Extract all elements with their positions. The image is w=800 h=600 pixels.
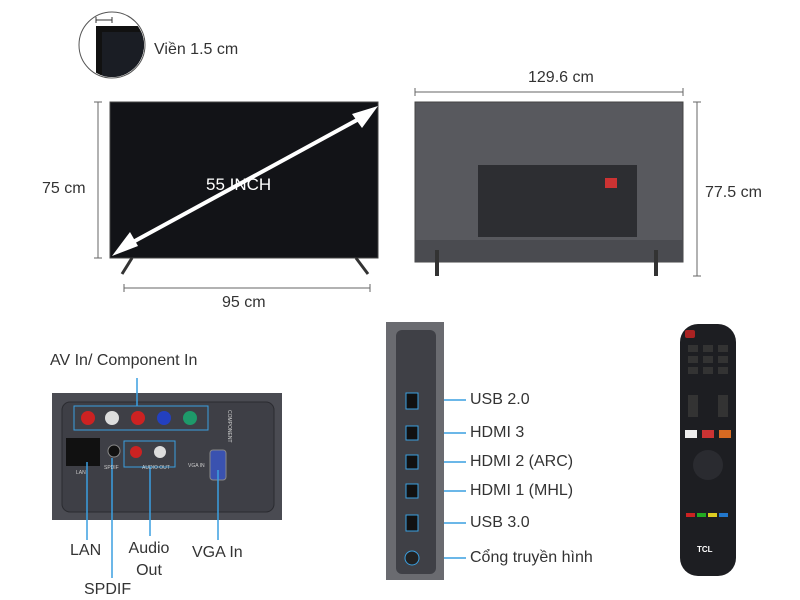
rca-jacks <box>81 411 197 425</box>
audio-out-label: Audio Out <box>128 540 170 579</box>
panel-lan-text: LAN <box>76 470 86 476</box>
back-height-label: 77.5 cm <box>705 184 762 201</box>
tv-back <box>414 101 684 276</box>
panel-audio-out-text: AUDIO OUT <box>142 465 170 471</box>
rear-port-panel <box>52 393 282 520</box>
panel-component-text: COMPONENT <box>226 410 232 443</box>
remote-brand-logo: TCL <box>697 545 713 554</box>
hdmi3-label: HDMI 3 <box>470 424 525 441</box>
tv-front <box>109 101 379 275</box>
hdmi1-mhl-label: HDMI 1 (MHL) <box>470 482 574 499</box>
bezel-label: Viền 1.5 cm <box>154 41 239 58</box>
av-component-label: AV In/ Component In <box>50 352 198 369</box>
spdif-label: SPDIF <box>84 581 132 598</box>
dimension-lines-front <box>94 101 371 292</box>
usb2-label: USB 2.0 <box>470 391 530 408</box>
side-port-panel <box>386 322 444 580</box>
diagonal-label: 55 INCH <box>206 175 272 194</box>
usb3-label: USB 3.0 <box>470 514 530 531</box>
vga-in-label: VGA In <box>192 544 243 561</box>
front-height-label: 75 cm <box>42 180 86 197</box>
hdmi2-arc-label: HDMI 2 (ARC) <box>470 453 574 470</box>
remote-control <box>680 324 736 576</box>
antenna-label: Cổng truyền hình <box>470 549 593 566</box>
back-width-label: 129.6 cm <box>528 69 594 86</box>
dimension-lines-back <box>414 88 701 277</box>
panel-vga-text: VGA IN <box>188 463 205 469</box>
front-width-label: 95 cm <box>222 294 266 311</box>
panel-spdif-text: SPDIF <box>104 465 119 471</box>
bezel-zoom-circle <box>78 11 146 79</box>
lan-label: LAN <box>70 542 102 559</box>
